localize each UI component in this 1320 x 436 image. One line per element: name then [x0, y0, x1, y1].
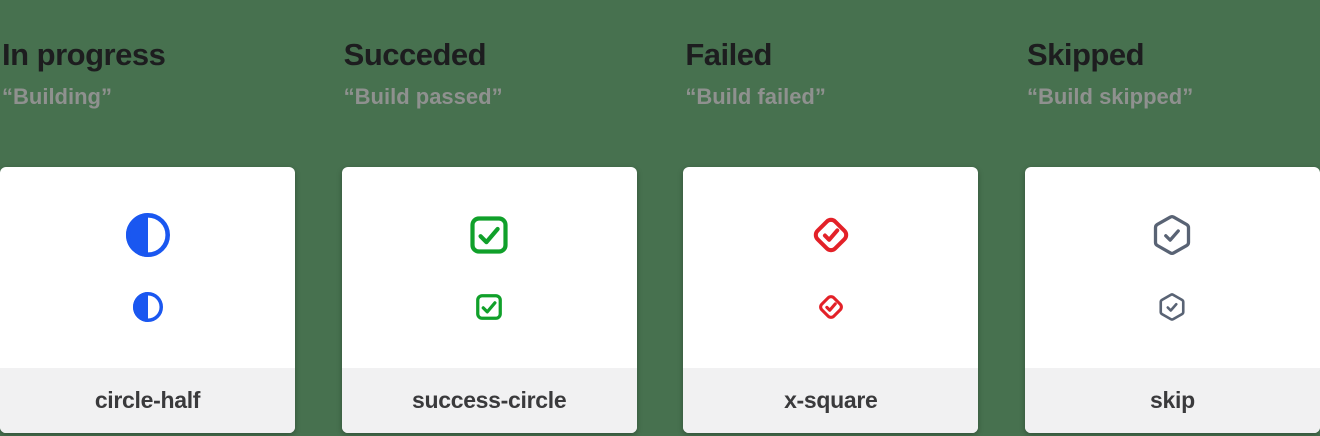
icon-card-body: [683, 167, 978, 368]
status-subtitle: “Build passed”: [343, 84, 503, 109]
icon-card-body: [0, 167, 295, 368]
status-title: Succeded: [343, 37, 487, 72]
circle-half-icon: [125, 213, 170, 257]
check-diamond-icon: [809, 213, 853, 257]
icon-name-label: skip: [1150, 387, 1195, 413]
status-title: Failed: [685, 37, 772, 72]
check-hexagon-icon: [1150, 213, 1194, 257]
status-title: Skipped: [1026, 37, 1145, 72]
icon-card: success-circle: [341, 167, 637, 433]
check-square-icon: [474, 292, 504, 322]
column-skipped: Skipped “Build skipped” skip: [1024, 0, 1320, 433]
icon-name-label: x-square: [784, 387, 878, 413]
check-square-icon: [467, 213, 511, 257]
icon-card-footer: circle-half: [0, 368, 295, 433]
column-failed: Failed “Build failed” x-square: [683, 0, 979, 433]
column-in-progress: In progress “Building” circle-: [0, 0, 295, 433]
circle-half-icon: [132, 292, 163, 322]
icon-card-body: [1025, 167, 1320, 368]
icon-card-body: [342, 167, 637, 368]
icon-card-footer: x-square: [683, 368, 979, 433]
check-hexagon-icon: [1157, 292, 1187, 322]
status-subtitle: “Building”: [2, 84, 112, 109]
icon-card-footer: skip: [1024, 368, 1320, 433]
status-subtitle: “Build failed”: [685, 84, 826, 109]
icon-card: x-square: [683, 167, 979, 433]
column-succeeded: Succeded “Build passed” succes: [341, 0, 637, 433]
icon-card: circle-half: [0, 167, 295, 433]
icon-card: skip: [1024, 167, 1320, 433]
status-title: In progress: [2, 37, 166, 72]
icon-name-label: circle-half: [94, 387, 201, 413]
status-subtitle: “Build skipped”: [1026, 84, 1194, 109]
icon-name-label: success-circle: [411, 387, 567, 413]
icon-card-footer: success-circle: [341, 368, 637, 433]
check-diamond-icon: [816, 292, 846, 322]
